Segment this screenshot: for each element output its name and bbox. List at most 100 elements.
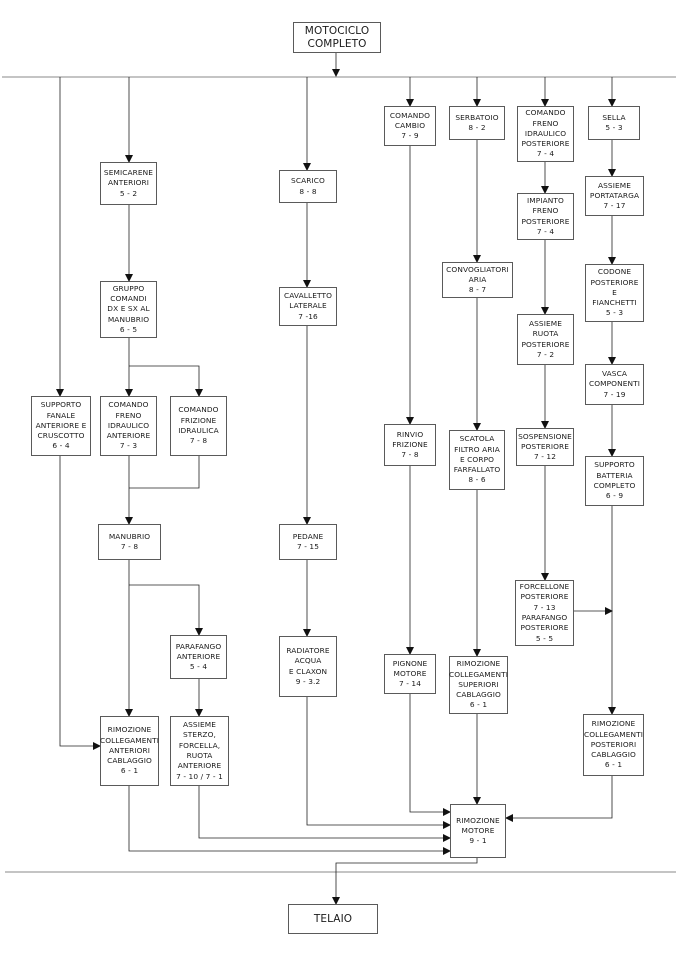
box-line: E CLAXON [288,666,328,676]
box-line: DX E SX AL [107,304,150,314]
box-line: ASSIEME [528,318,563,328]
box-line: IDRAULICO [107,420,150,430]
box-line: POSTERIORE [590,277,639,287]
arrow-rimozione-post-to-motore [505,776,613,822]
arrow-parafango-ant [129,584,203,636]
box-line: CAMBIO [394,120,426,130]
box-semicarene-anteriori: SEMICARENE ANTERIORI 5 - 2 [100,162,157,205]
box-line: FRIZIONE [392,439,428,449]
box-line: CRUSCOTTO [37,431,85,441]
box-line: MANUBRIO [107,314,150,324]
box-code: 7 - 15 [296,542,320,551]
box-assieme-ruota-posteriore: ASSIEME RUOTA POSTERIORE 7 - 2 [517,314,574,365]
box-line: CONVOGLIATORI [446,264,509,274]
box-code: 7 - 9 [401,131,419,141]
box-line: PARAFANGO [175,641,222,651]
box-rimozione-collegamenti-anteriori: RIMOZIONE COLLEGAMENTI ANTERIORI CABLAGG… [100,716,159,786]
box-line: RIMOZIONE [456,815,500,825]
box-code: 7 - 10 / 7 - 1 [176,771,223,781]
box-rinvio-frizione: RINVIO FRIZIONE 7 - 8 [384,424,436,466]
box-code: 9 - 3.2 [295,676,321,686]
box-line: SUPPORTO [40,400,82,410]
box-supporto-fanale: SUPPORTO FANALE ANTERIORE E CRUSCOTTO 6 … [31,396,91,456]
box-line: RUOTA [532,329,559,339]
box-line: ANTERIORI [107,178,150,188]
box-code: 8 - 7 [468,285,487,295]
box-line: FIANCHETTI [592,298,637,308]
box-pignone-motore: PIGNONE MOTORE 7 - 14 [384,654,436,694]
box-line: POSTERIORI [590,739,637,749]
box-code: 7 - 2 [536,349,555,359]
box-line: ANTERIORE [106,431,151,441]
box-comando-freno-anteriore: COMANDO FRENO IDRAULICO ANTERIORE 7 - 3 [100,396,157,456]
box-line: E [612,287,617,297]
box-assieme-sterzo: ASSIEME STERZO, FORCELLA, RUOTA ANTERIOR… [170,716,229,786]
box-line: MOTORE [461,825,495,835]
box-rimozione-motore: RIMOZIONE MOTORE 9 - 1 [450,804,506,858]
arrow-sterzo-to-motore [198,786,451,842]
box-line: ANTERIORI [108,745,151,755]
box-line: FANALE [46,410,76,420]
box-scarico: SCARICO 8 - 8 [279,170,337,203]
box-code: 6 - 9 [605,491,624,501]
arrow-pignone-to-motore [409,694,451,816]
box-code: 6 - 1 [120,766,139,776]
box-line: ANTERIORE E [35,420,87,430]
arrow-radiatore-to-motore [306,697,451,829]
box-line: LATERALE [289,301,327,311]
arrow-motore-to-telaio [332,858,478,905]
box-line: RIMOZIONE [107,725,152,735]
box-code: 5 - 3 [605,308,624,318]
box-assieme-portatarga: ASSIEME PORTATARGA 7 - 17 [585,176,644,216]
box-line: CODONE [597,267,632,277]
box-line: FRIZIONE [180,415,217,425]
box-comando-frizione-idraulica: COMANDO FRIZIONE IDRAULICA 7 - 8 [170,396,227,456]
box-code: 6 - 5 [119,324,138,334]
box-code: 5 - 3 [605,123,623,132]
box-code: 7 - 12 [533,452,557,462]
box-line: SERBATOIO [455,112,499,122]
box-supporto-batteria: SUPPORTO BATTERIA COMPLETO 6 - 9 [585,456,644,506]
box-line: IMPIANTO [527,195,564,205]
box-line: IDRAULICA [178,426,219,435]
box-impianto-freno-posteriore: IMPIANTO FRENO POSTERIORE 7 - 4 [517,193,574,240]
box-line: GRUPPO [112,283,145,293]
box-line: SEMICARENE [103,168,154,178]
box-code: 7 -16 [298,311,318,321]
box-code: 8 - 2 [468,123,486,132]
box-line: COLLEGAMENTI [583,729,644,739]
box-line: COMANDO [178,405,219,415]
box-pedane: PEDANE 7 - 15 [279,524,337,560]
box-line: COMPLETO [307,37,367,50]
box-code: 7 - 14 [398,679,422,689]
box-line: ARIA [468,274,487,284]
arrow-comando-frizione-idr [129,365,203,397]
box-code: 5 - 5 [535,633,554,643]
box-telaio: TELAIO [288,904,378,934]
box-code: 7 - 13 [533,602,556,612]
arrow-fanale-to-rimozione-ant [59,456,101,750]
box-forcellone-posteriore: FORCELLONE POSTERIORE 7 - 13 PARAFANGO P… [515,580,574,646]
box-line: PIGNONE [392,658,428,668]
box-manubrio: MANUBRIO 7 - 8 [98,524,161,560]
box-line: POSTERIORE [521,339,570,349]
box-code: 8 - 8 [299,186,317,196]
box-code: 7 - 4 [536,149,555,159]
box-comando-cambio: COMANDO CAMBIO 7 - 9 [384,106,436,146]
box-convogliatori-aria: CONVOGLIATORI ARIA 8 - 7 [442,262,513,298]
box-code: 5 - 2 [119,188,138,198]
box-line: SUPPORTO [594,460,635,470]
box-line: RADIATORE [286,645,330,655]
box-line: COLLEGAMENTI [448,669,509,679]
box-line: FRENO [532,118,559,128]
box-line: PORTATARGA [589,190,640,200]
box-code: 7 - 4 [536,226,555,236]
box-line: COMPONENTI [588,379,641,389]
box-line: SCARICO [291,176,325,186]
box-line: BATTERIA [596,470,633,480]
box-line: POSTERIORE [520,441,570,451]
box-line: CABLAGGIO [591,750,636,760]
box-line: FRENO [532,206,559,216]
box-line: RIMOZIONE [591,719,636,729]
box-line: CABLAGGIO [456,690,501,700]
